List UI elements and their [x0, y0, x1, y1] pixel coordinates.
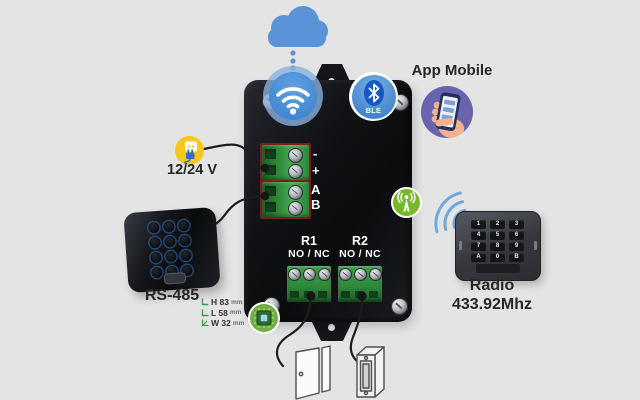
keypad-key	[149, 236, 161, 249]
radio-label: Radio 433.92Mhz	[440, 277, 544, 314]
keypad-key	[179, 234, 191, 247]
relay1-contacts: NO / NC	[288, 248, 330, 260]
rs485-keys	[148, 219, 193, 279]
terminal-screw-icon	[288, 185, 303, 200]
label-window	[476, 264, 520, 273]
keypad-key: 8	[490, 242, 505, 251]
radio-label-line1: Radio	[469, 277, 515, 294]
wire-slot	[341, 291, 350, 298]
relay2-contacts: NO / NC	[339, 248, 381, 260]
bluetooth-icon: BLE	[349, 72, 398, 121]
keypad-key: 3	[509, 220, 524, 229]
radio-antenna-icon	[391, 187, 422, 218]
keypad-key: B	[509, 253, 524, 262]
door-drawing	[295, 345, 331, 400]
keypad-key: 1	[471, 220, 486, 229]
power-plug-icon	[175, 136, 204, 165]
cloud-icon	[268, 6, 328, 71]
terminal-block-relay1	[287, 266, 331, 302]
radio-keypad: 1 2 3 4 5 6 7 8 9 A 0 B	[455, 211, 541, 281]
side-notch	[534, 241, 537, 250]
corner-ruler-icon	[201, 309, 209, 316]
dimension-unit: mm	[230, 298, 243, 306]
dimension-unit: mm	[229, 309, 242, 317]
keypad-key: A	[471, 253, 486, 262]
terminal-block-relay2	[338, 266, 382, 302]
terminal-screw-icon	[369, 268, 382, 281]
wifi-icon	[263, 66, 323, 126]
terminal-screw-icon	[318, 268, 331, 281]
mounting-hole	[328, 324, 335, 331]
terminal-label-minus: -	[313, 146, 318, 161]
keypad-key	[162, 220, 175, 233]
terminal-screw-icon	[288, 201, 303, 216]
wire-slot	[265, 202, 276, 212]
relay1-name: R1	[301, 234, 317, 248]
keypad-key: 9	[509, 242, 524, 251]
radio-keys: 1 2 3 4 5 6 7 8 9 A 0 B	[471, 220, 524, 262]
dimension-value: L 58	[211, 307, 228, 318]
wire-slot	[265, 149, 276, 159]
ble-label: BLE	[365, 107, 382, 115]
wire-slot	[290, 291, 299, 298]
wire-slot	[369, 291, 378, 298]
keypad-key	[165, 250, 177, 263]
terminal-label-b: B	[311, 197, 321, 212]
keypad-key: 7	[471, 242, 486, 251]
corner-ruler-icon	[201, 298, 209, 306]
device-mounting-tab-bottom	[311, 320, 353, 341]
dimension-value: W 32	[211, 318, 231, 329]
keypad-key: 6	[509, 231, 524, 240]
relay2-name: R2	[352, 234, 368, 248]
bluetooth-icon-inner: BLE	[351, 74, 396, 119]
keypad-key	[151, 266, 163, 279]
keypad-key: 5	[490, 231, 505, 240]
keypad-key	[180, 249, 192, 262]
terminal-screw-icon	[339, 268, 352, 281]
keypad-key: 2	[490, 220, 505, 229]
wire-slot	[304, 291, 313, 298]
terminal-screw-icon	[354, 268, 367, 281]
dimension-unit: mm	[232, 319, 245, 327]
keypad-key	[148, 221, 160, 234]
screw-icon	[391, 298, 408, 315]
terminal-screw-icon	[288, 268, 301, 281]
rs485-keypad	[123, 206, 221, 294]
app-mobile-label: App Mobile	[411, 62, 493, 79]
power-label: 12/24 V	[167, 162, 217, 178]
electric-strike-drawing	[356, 346, 385, 398]
wifi-icon-inner	[269, 72, 317, 120]
wire-slot	[265, 165, 276, 175]
side-notch	[459, 241, 462, 250]
keypad-key	[177, 219, 190, 232]
corner-ruler-icon	[201, 319, 209, 327]
wire-slot	[265, 186, 276, 196]
radio-label-line2: 433.92Mhz	[451, 295, 533, 313]
wire-slot	[355, 291, 364, 298]
terminal-label-a: A	[311, 182, 321, 197]
terminal-screw-icon	[288, 164, 303, 179]
terminal-label-plus: +	[312, 163, 320, 178]
terminal-block-power	[262, 145, 309, 180]
terminal-block-bus	[262, 182, 309, 217]
rs485-label: RS-485	[144, 287, 200, 304]
keypad-key: 0	[490, 253, 505, 262]
reader-window	[163, 272, 187, 285]
wire-slot	[318, 291, 327, 298]
terminal-screw-icon	[303, 268, 316, 281]
pcb-chip-icon	[248, 302, 280, 334]
terminal-screw-icon	[288, 148, 303, 163]
keypad-key	[164, 235, 176, 248]
dimension-value: H 83	[211, 297, 229, 308]
hand-phone-icon	[421, 86, 473, 138]
keypad-key: 4	[471, 231, 486, 240]
keypad-key	[150, 251, 162, 264]
